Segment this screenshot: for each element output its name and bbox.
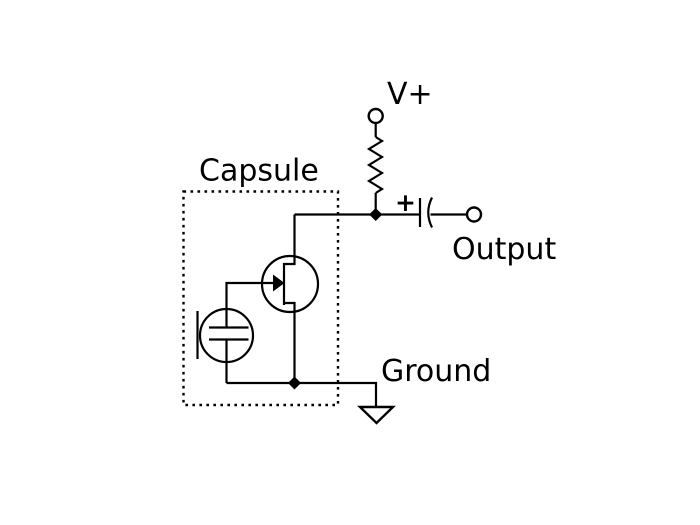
output-label: Output [452,232,556,267]
output-terminal [465,206,483,223]
ground-symbol [357,405,396,425]
jfet-drain-lead [284,214,296,266]
capacitor-plate-negative [427,197,433,228]
capsule-label: Capsule [199,154,319,189]
jfet-source-lead [284,301,296,383]
junction-dot-source-node [288,376,301,390]
jfet-gate-arrow [273,274,285,292]
resistor [366,136,385,194]
junction-dot-drain-node [369,208,383,221]
supply-label: V+ [387,77,433,112]
supply-terminal [367,107,384,125]
ground-wire [226,381,378,407]
capsule-boundary-box [182,190,340,407]
jfet-gate-wire [225,281,274,328]
ground-label: Ground [381,354,491,389]
capacitor-polarity-sign: + [395,188,416,217]
